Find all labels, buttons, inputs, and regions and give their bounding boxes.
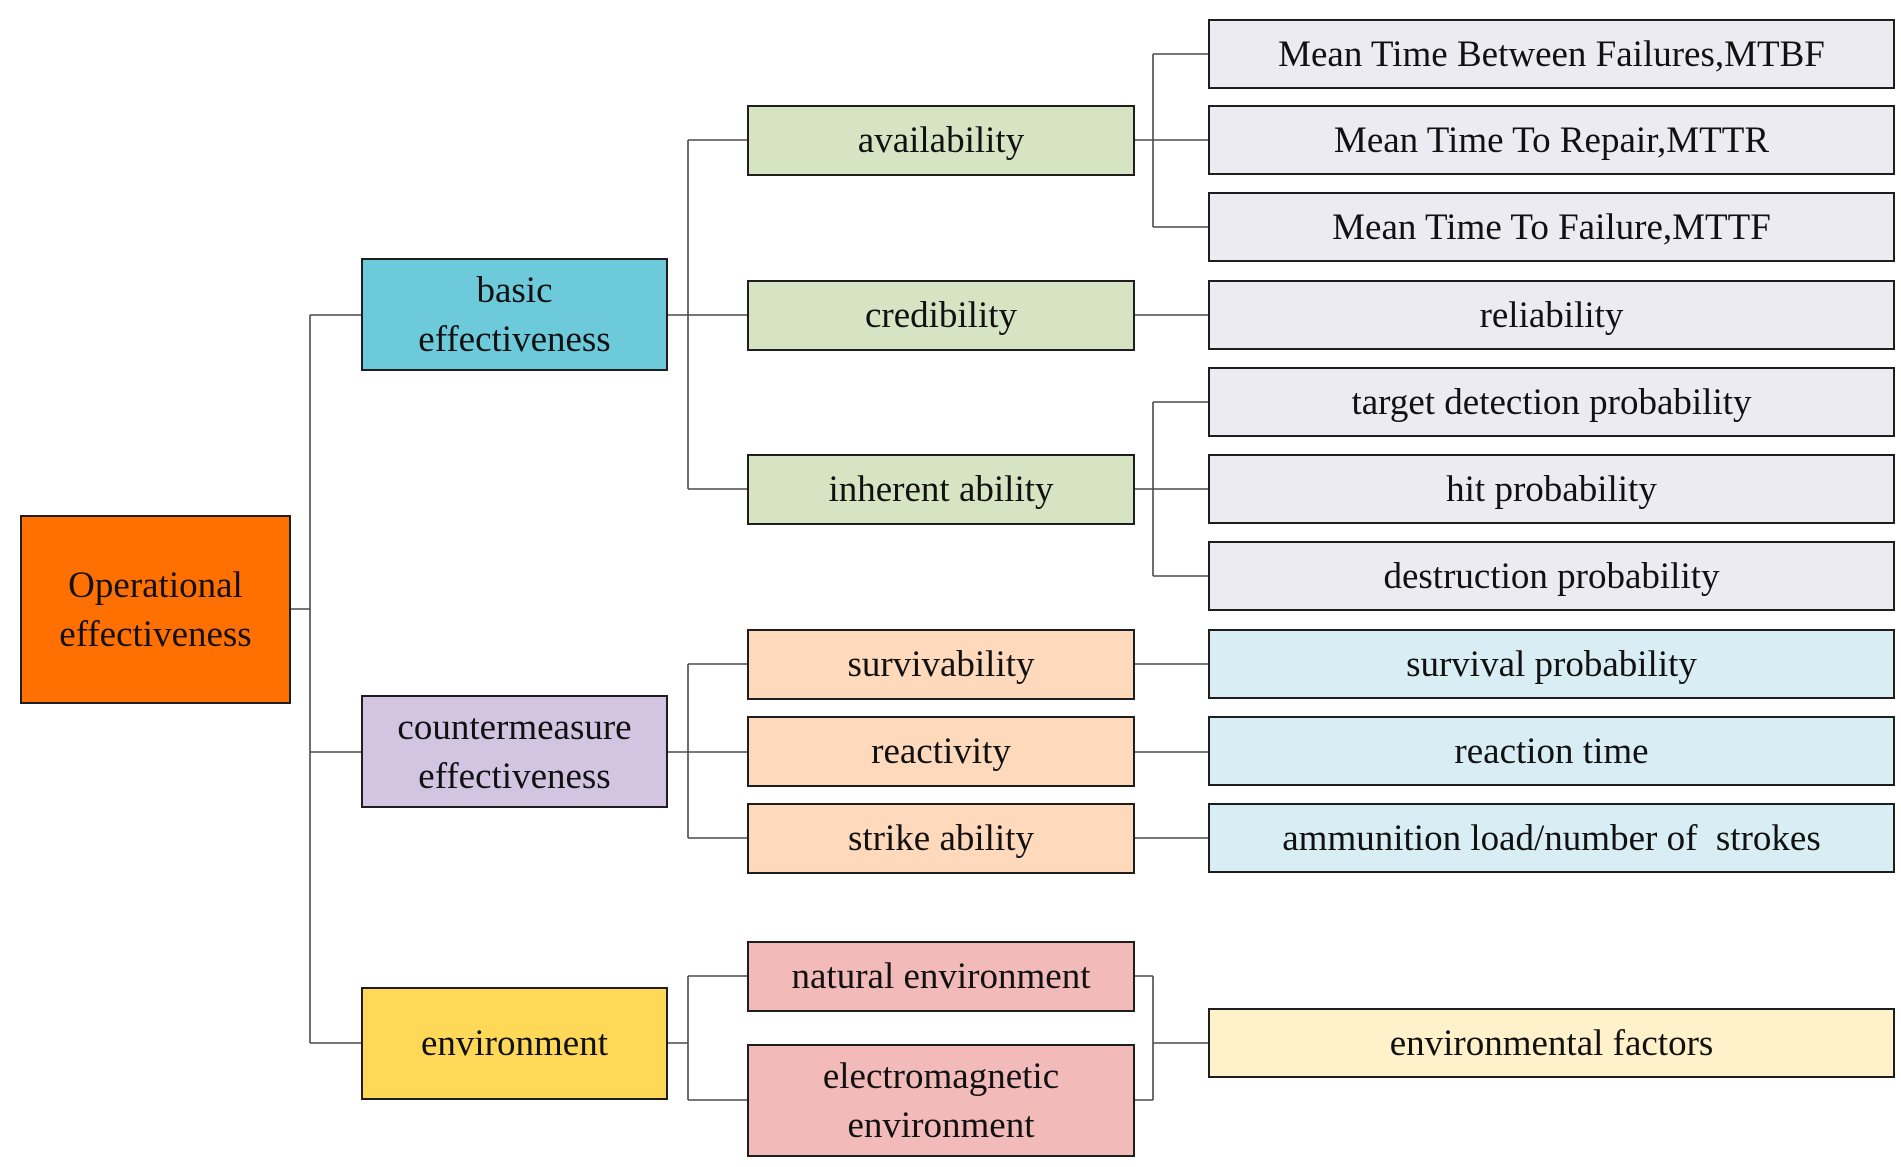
- node-natural-environment: natural environment: [747, 941, 1135, 1012]
- credibility-label: credibility: [864, 295, 1018, 336]
- connector-basic-branch: [668, 139, 747, 490]
- node-environment: environment: [361, 987, 668, 1100]
- node-reaction-time: reaction time: [1208, 716, 1895, 786]
- survivability-label: survivability: [847, 644, 1035, 685]
- mtbf-label: Mean Time Between Failures,MTBF: [1278, 33, 1825, 75]
- connector-environment-factors: [1135, 975, 1208, 1101]
- node-inherent-ability: inherent ability: [747, 454, 1135, 525]
- node-mttr: Mean Time To Repair,MTTR: [1208, 105, 1895, 175]
- node-survivability: survivability: [747, 629, 1135, 700]
- node-reliability: reliability: [1208, 280, 1895, 350]
- node-strike-ability: strike ability: [747, 803, 1135, 874]
- node-countermeasure-effectiveness: countermeasure effectiveness: [361, 695, 668, 808]
- electromagnetic-label-line2: environment: [847, 1104, 1035, 1146]
- countermeasure-label-line1: countermeasure: [397, 706, 632, 748]
- mttf-label: Mean Time To Failure,MTTF: [1332, 206, 1771, 248]
- node-hit-probability: hit probability: [1208, 454, 1895, 524]
- strike-ability-label: strike ability: [848, 818, 1034, 859]
- node-basic-effectiveness: basic effectiveness: [361, 258, 668, 371]
- natural-environment-label: natural environment: [791, 956, 1091, 997]
- node-survival-probability: survival probability: [1208, 629, 1895, 699]
- survival-probability-label: survival probability: [1406, 643, 1697, 685]
- node-reactivity: reactivity: [747, 716, 1135, 787]
- connector-root-trunk: [290, 314, 361, 1044]
- node-destruction-probability: destruction probability: [1208, 541, 1895, 611]
- node-availability: availability: [747, 105, 1135, 176]
- root-node-operational-effectiveness: Operational effectiveness: [20, 515, 291, 704]
- node-environmental-factors: environmental factors: [1208, 1008, 1895, 1078]
- node-mtbf: Mean Time Between Failures,MTBF: [1208, 19, 1895, 89]
- node-mttf: Mean Time To Failure,MTTF: [1208, 192, 1895, 262]
- environmental-factors-label: environmental factors: [1389, 1022, 1714, 1064]
- node-electromagnetic-environment: electromagnetic environment: [747, 1044, 1135, 1157]
- node-ammunition-load: ammunition load/number of strokes: [1208, 803, 1895, 873]
- mttr-label: Mean Time To Repair,MTTR: [1333, 119, 1770, 161]
- ammunition-label: ammunition load/number of strokes: [1282, 817, 1821, 859]
- target-detection-label: target detection probability: [1351, 381, 1752, 423]
- connector-availability-branch: [1135, 53, 1208, 228]
- destruction-probability-label: destruction probability: [1383, 555, 1720, 597]
- node-target-detection-probability: target detection probability: [1208, 367, 1895, 437]
- environment-label: environment: [420, 1023, 608, 1064]
- connector-inherent-branch: [1135, 401, 1208, 577]
- basic-label-line1: basic: [476, 269, 553, 311]
- reliability-label: reliability: [1479, 294, 1624, 336]
- hit-probability-label: hit probability: [1446, 468, 1657, 510]
- reactivity-label: reactivity: [871, 731, 1011, 772]
- reaction-time-label: reaction time: [1454, 730, 1649, 772]
- electromagnetic-label-line1: electromagnetic: [822, 1055, 1060, 1097]
- connector-environment-branch: [668, 975, 747, 1101]
- node-credibility: credibility: [747, 280, 1135, 351]
- inherent-ability-label: inherent ability: [828, 469, 1054, 510]
- connector-countermeasure-branch: [668, 663, 747, 839]
- availability-label: availability: [857, 120, 1025, 161]
- countermeasure-label-line2: effectiveness: [418, 755, 611, 797]
- root-label-line2: effectiveness: [59, 613, 252, 655]
- basic-label-line2: effectiveness: [418, 318, 611, 360]
- root-label-line1: Operational: [68, 564, 243, 606]
